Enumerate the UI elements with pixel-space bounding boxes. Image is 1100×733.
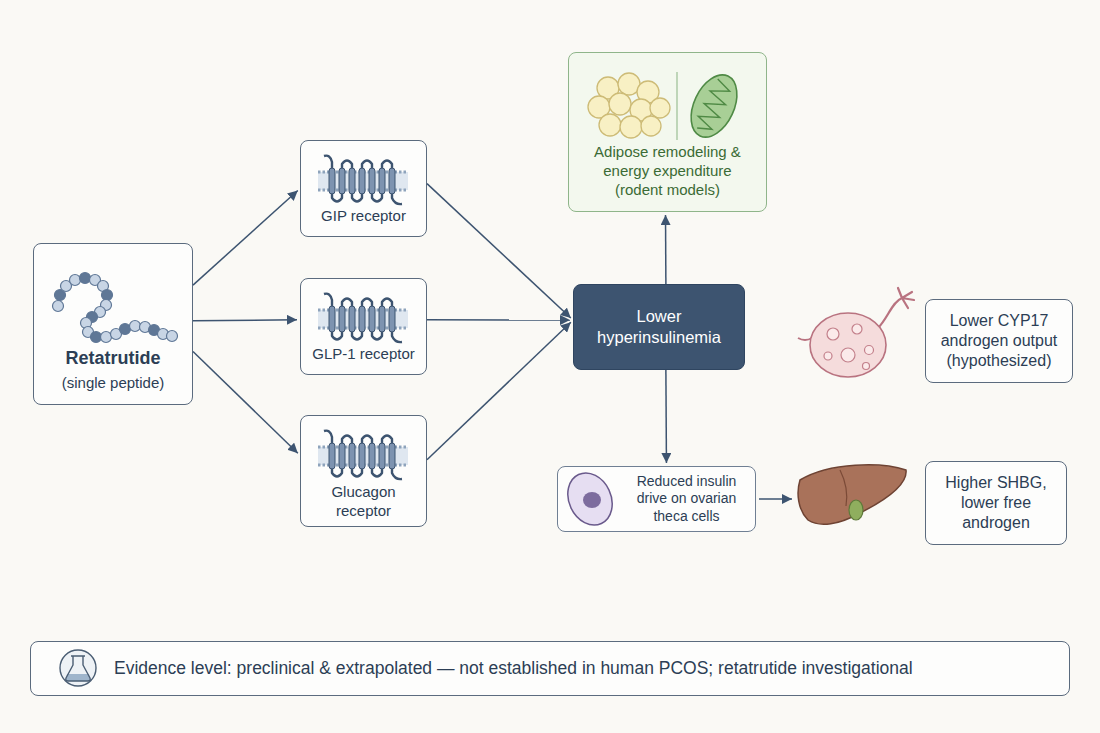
flow-arrow xyxy=(193,352,298,454)
node-heading: Retatrutide xyxy=(40,347,186,370)
liver-illustration xyxy=(798,465,906,524)
process-box: Retatrutide (single peptide) xyxy=(33,243,193,405)
ovary-illustration xyxy=(798,288,914,377)
flow-arrow xyxy=(193,191,298,286)
process-box: GLP-1 receptor xyxy=(300,278,427,375)
node-label: Evidence level: preclinical & extrapolat… xyxy=(114,658,1059,680)
process-box: Reduced insulin drive on ovarian theca c… xyxy=(557,466,756,532)
node-label: Lower CYP17 androgen output (hypothesize… xyxy=(936,311,1062,371)
process-box: Lower CYP17 androgen output (hypothesize… xyxy=(925,299,1073,383)
node-label: Higher SHBG, lower free androgen xyxy=(940,473,1052,533)
pointer-arrow xyxy=(759,498,792,500)
process-box: GIP receptor xyxy=(300,140,427,237)
flow-arrow xyxy=(193,320,297,321)
node-label: GLP-1 receptor xyxy=(307,345,420,364)
node-label: (single peptide) xyxy=(40,374,186,393)
highlight-box: Lower hyperinsulinemia xyxy=(573,284,745,370)
node-label: GIP receptor xyxy=(307,207,420,226)
flow-arrow xyxy=(665,215,667,284)
node-label: Adipose remodeling & energy expenditure … xyxy=(587,143,748,199)
process-box: Higher SHBG, lower free androgen xyxy=(925,461,1067,545)
process-box: Glucagon receptor xyxy=(300,415,427,527)
node-label: Lower hyperinsulinemia xyxy=(588,306,730,347)
node-label: Reduced insulin drive on ovarian theca c… xyxy=(626,473,747,526)
flow-arrow xyxy=(427,184,571,318)
process-box: Adipose remodeling & energy expenditure … xyxy=(568,52,767,212)
flow-arrow xyxy=(427,319,570,321)
node-label: Glucagon receptor xyxy=(315,483,412,521)
flow-arrow xyxy=(665,370,667,463)
evidence-band: Evidence level: preclinical & extrapolat… xyxy=(30,641,1070,696)
flow-arrow xyxy=(427,322,571,460)
